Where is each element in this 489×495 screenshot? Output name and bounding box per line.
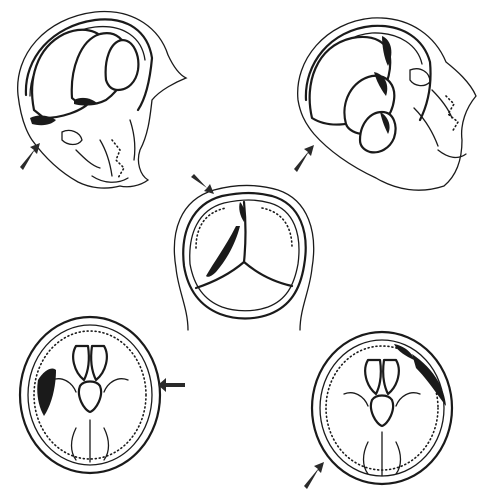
axial-left-panel	[20, 317, 185, 473]
coronal-center-panel	[174, 174, 313, 330]
axial-right-panel	[304, 332, 452, 489]
third-ventricle-left	[79, 382, 101, 413]
occipital-lobe	[106, 40, 139, 90]
third-ventricle-right	[371, 396, 393, 427]
arrow-sagittal-right	[294, 145, 314, 172]
maxilla	[76, 140, 112, 176]
orbit	[62, 130, 82, 144]
sagittal-right-panel	[294, 18, 476, 190]
frontal-horns-left	[73, 346, 107, 380]
subdural-hematoma-axial-right	[412, 354, 446, 406]
arrow-coronal	[191, 174, 214, 194]
sagittal-left-panel	[18, 12, 186, 189]
frontal-horns-right	[365, 360, 399, 394]
arrow-sagittal-left	[20, 143, 40, 170]
epidural-hematoma-axial-left	[37, 368, 56, 416]
maxilla-right	[414, 90, 452, 146]
arrow-axial-left	[158, 378, 185, 392]
tentorium-right	[244, 262, 292, 286]
orbit-right	[410, 69, 430, 86]
frontal-hemorrhage-axial-right	[394, 344, 414, 360]
jaw	[92, 120, 135, 182]
arrow-axial-right	[304, 462, 324, 489]
occipital-fissure-right	[364, 432, 401, 476]
occipital-fissure-left	[72, 420, 109, 462]
teeth	[112, 140, 124, 178]
teeth-right	[446, 96, 458, 132]
